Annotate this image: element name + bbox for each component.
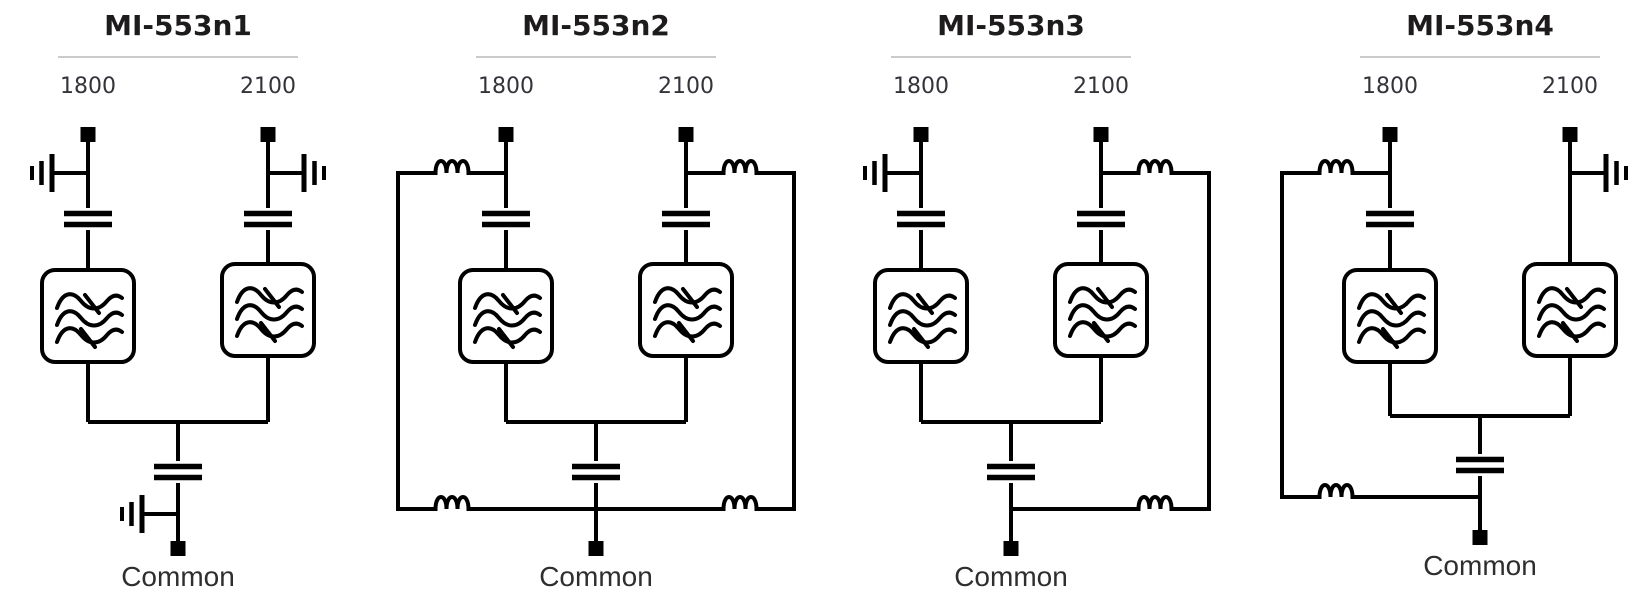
ground-symbol xyxy=(1570,154,1626,192)
bypass-rail-left xyxy=(1280,171,1480,499)
capacitor-symbol xyxy=(482,214,530,225)
port-label-2100: 2100 xyxy=(658,74,714,99)
ground-symbol xyxy=(865,154,921,192)
capacitor-symbol xyxy=(1456,460,1504,471)
capacitor-symbol xyxy=(987,467,1035,478)
diagram-mi-553n3: MI-553n3 1800 2100 Common xyxy=(811,9,1211,592)
bandpass-filter-icon xyxy=(40,268,136,364)
bypass-rail-right xyxy=(596,171,796,511)
ground-symbol xyxy=(32,154,88,192)
port-terminal-1800 xyxy=(498,127,514,142)
port-label-1800: 1800 xyxy=(893,74,949,99)
inductor-symbol xyxy=(1127,159,1183,175)
capacitor-symbol xyxy=(64,214,112,225)
capacitor-symbol xyxy=(572,467,620,478)
diagram-title: MI-553n1 xyxy=(104,9,252,42)
capacitor-symbol xyxy=(1366,214,1414,225)
diagram-title: MI-553n4 xyxy=(1406,9,1554,42)
inductor-symbol xyxy=(1127,495,1183,511)
port-label-1800: 1800 xyxy=(1362,74,1418,99)
port-terminal-2100 xyxy=(1093,127,1109,142)
bandpass-filter-icon xyxy=(458,268,554,364)
port-label-2100: 2100 xyxy=(1073,74,1129,99)
bandpass-filter-icon xyxy=(638,262,734,358)
bandpass-filter-icon xyxy=(1522,262,1618,358)
capacitor-symbol xyxy=(662,214,710,225)
port-label-2100: 2100 xyxy=(240,74,296,99)
port-terminal-2100 xyxy=(1562,127,1578,142)
bypass-rail-right xyxy=(1011,171,1211,511)
inductor-symbol xyxy=(712,495,768,511)
port-label-2100: 2100 xyxy=(1542,74,1598,99)
bandpass-filter-icon xyxy=(1342,268,1438,364)
common-terminal xyxy=(1003,541,1019,556)
common-terminal xyxy=(170,541,186,556)
diagram-mi-553n4: MI-553n4 1800 2100 Common xyxy=(1280,9,1651,581)
common-label: Common xyxy=(121,561,235,592)
inductor-symbol xyxy=(1308,483,1364,499)
bandpass-filter-icon xyxy=(1053,262,1149,358)
inductor-symbol xyxy=(712,159,768,175)
bypass-rail-left xyxy=(396,171,596,511)
common-terminal xyxy=(588,541,604,556)
port-terminal-2100 xyxy=(260,127,276,142)
ground-symbol xyxy=(122,495,178,533)
diagram-mi-553n1: MI-553n1 1800 2100 Common xyxy=(0,9,378,592)
diagram-title: MI-553n2 xyxy=(522,9,670,42)
port-label-1800: 1800 xyxy=(60,74,116,99)
capacitor-symbol xyxy=(897,214,945,225)
capacitor-symbol xyxy=(1077,214,1125,225)
common-label: Common xyxy=(1423,550,1537,581)
diagram-title: MI-553n3 xyxy=(937,9,1085,42)
port-terminal-2100 xyxy=(678,127,694,142)
capacitor-symbol xyxy=(244,214,292,225)
bandpass-filter-icon xyxy=(220,262,316,358)
diagram-mi-553n2: MI-553n2 1800 2100 Common xyxy=(396,9,796,592)
port-terminal-1800 xyxy=(1382,127,1398,142)
inductor-symbol xyxy=(424,159,480,175)
port-label-1800: 1800 xyxy=(478,74,534,99)
capacitor-symbol xyxy=(154,467,202,478)
ground-symbol xyxy=(268,154,324,192)
port-terminal-1800 xyxy=(80,127,96,142)
bandpass-filter-icon xyxy=(873,268,969,364)
inductor-symbol xyxy=(1308,159,1364,175)
common-terminal xyxy=(1472,530,1488,545)
common-label: Common xyxy=(954,561,1068,592)
inductor-symbol xyxy=(424,495,480,511)
port-terminal-1800 xyxy=(913,127,929,142)
common-label: Common xyxy=(539,561,653,592)
